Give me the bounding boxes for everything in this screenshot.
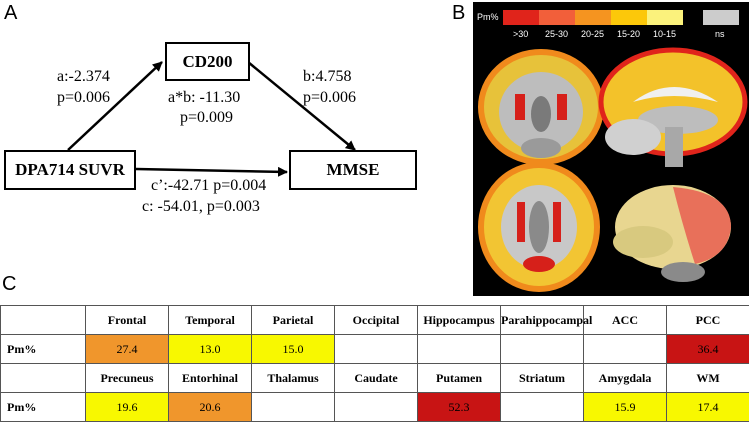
region-header: Hippocampus — [417, 305, 501, 335]
pm-value-cell: 15.9 — [583, 392, 667, 422]
brain-sagittal-slice — [598, 47, 748, 167]
direct-c-prime: c’:-42.71 p=0.004 — [151, 177, 267, 194]
region-header: Putamen — [417, 363, 501, 393]
direct-c-total: c: -54.01, p=0.003 — [142, 198, 260, 215]
pm-value-cell: 17.4 — [666, 392, 749, 422]
pm-value-cell — [500, 392, 584, 422]
pm-value-cell — [583, 334, 667, 364]
legend-label-20-25: 20-25 — [581, 29, 605, 39]
mediation-arrows — [67, 61, 356, 177]
arrow-path-b — [247, 61, 356, 151]
row-label: Pm% — [0, 392, 86, 422]
region-header: ACC — [583, 305, 667, 335]
legend-label-25-30: 25-30 — [545, 29, 569, 39]
pm-value-cell: 36.4 — [666, 334, 749, 364]
predictor-node: DPA714 SUVR — [4, 150, 136, 190]
panel-label-b: B — [452, 2, 466, 24]
legend-label-15-20: 15-20 — [617, 29, 641, 39]
region-header: Parahippocampal — [500, 305, 592, 335]
pm-value-cell: 19.6 — [85, 392, 169, 422]
pm-value-cell — [251, 392, 335, 422]
brain-images — [478, 47, 748, 292]
panel-label-c: C — [2, 273, 17, 295]
legend-swatch-ns — [703, 10, 739, 25]
legend-swatch-25-30 — [539, 10, 575, 25]
region-header: PCC — [666, 305, 749, 335]
row-label: Pm% — [0, 334, 86, 364]
region-header: Entorhinal — [168, 363, 252, 393]
arrow-path-c — [135, 166, 288, 177]
region-header: Thalamus — [251, 363, 335, 393]
pm-value-cell — [500, 334, 584, 364]
region-header: Amygdala — [583, 363, 667, 393]
path-a-p: p=0.006 — [57, 89, 111, 106]
path-a-coef: a:-2.374 — [57, 68, 110, 85]
pm-value-cell — [334, 392, 418, 422]
region-header: Parietal — [251, 305, 335, 335]
table-corner-cell — [0, 305, 86, 335]
panel-label-a: A — [4, 2, 18, 24]
region-header: Occipital — [334, 305, 418, 335]
legend-title: Pm% — [477, 12, 499, 22]
brain-coronal-slice — [478, 49, 604, 165]
legend-label-ns: ns — [715, 29, 725, 39]
brain-3d-render — [613, 185, 731, 282]
legend-swatch-15-20 — [611, 10, 647, 25]
pm-value-cell: 52.3 — [417, 392, 501, 422]
legend-label-10-15: 10-15 — [653, 29, 677, 39]
brain-map-panel: Pm% >30 25-30 20-25 15-20 10-15 ns — [473, 2, 749, 296]
brain-axial-slice — [478, 162, 600, 292]
pm-value-cell: 20.6 — [168, 392, 252, 422]
region-header: Frontal — [85, 305, 169, 335]
legend-swatch-20-25 — [575, 10, 611, 25]
legend-swatch-30plus — [503, 10, 539, 25]
path-b-p: p=0.006 — [303, 89, 357, 106]
pm-value-cell: 15.0 — [251, 334, 335, 364]
indirect-p: p=0.009 — [180, 109, 234, 126]
legend-swatch-10-15 — [647, 10, 683, 25]
pm-value-cell: 13.0 — [168, 334, 252, 364]
region-header: Precuneus — [85, 363, 169, 393]
path-b-coef: b:4.758 — [303, 68, 352, 85]
region-header: WM — [666, 363, 749, 393]
region-header: Striatum — [500, 363, 584, 393]
legend-label-30plus: >30 — [513, 29, 529, 39]
pm-value-cell — [334, 334, 418, 364]
pm-value-cell: 27.4 — [85, 334, 169, 364]
region-header: Temporal — [168, 305, 252, 335]
outcome-node: MMSE — [289, 150, 417, 190]
arrow-path-a — [67, 61, 163, 151]
region-header: Caudate — [334, 363, 418, 393]
mediator-node: CD200 — [165, 42, 250, 81]
table-corner-cell — [0, 363, 86, 393]
indirect-coef: a*b: -11.30 — [168, 89, 241, 106]
pm-value-cell — [417, 334, 501, 364]
